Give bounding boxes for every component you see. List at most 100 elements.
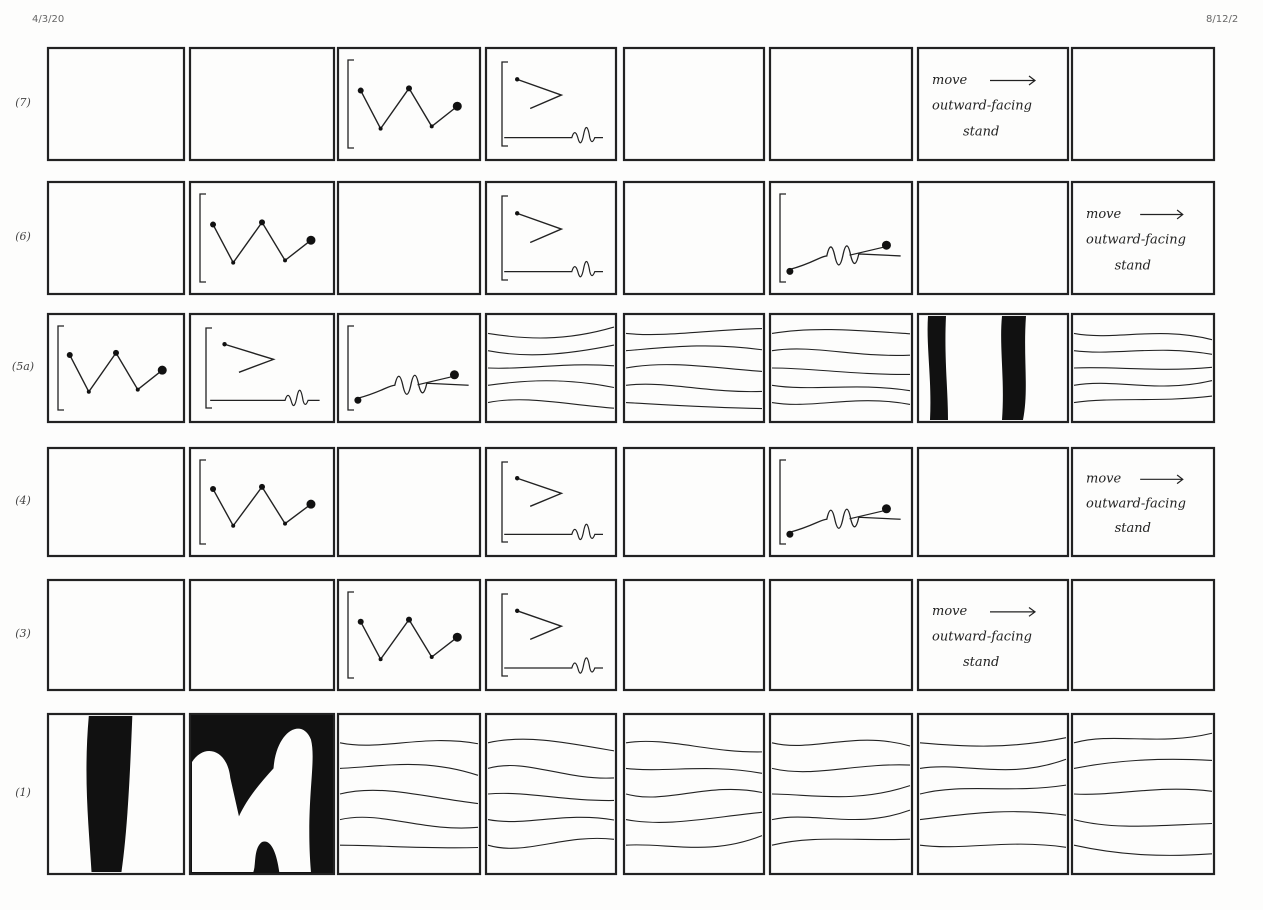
cell-frame	[48, 448, 184, 556]
note-move: move	[932, 73, 967, 88]
cell-note: moveoutward-facingstand	[1072, 182, 1214, 294]
wiggle-dot	[786, 531, 793, 538]
row-label: (3)	[6, 627, 40, 640]
contour-line	[1074, 820, 1212, 827]
contour-line	[626, 365, 762, 372]
cell-blob1	[48, 714, 184, 874]
cell-frame	[190, 314, 334, 422]
angle-line	[517, 213, 561, 242]
cell-zigzag	[338, 48, 480, 160]
cell-frame	[624, 48, 764, 160]
cell-frame	[486, 182, 616, 294]
contour-line	[772, 740, 910, 746]
baseline-squiggle	[210, 390, 319, 405]
zigzag-dot	[379, 127, 383, 131]
cell-frame	[338, 314, 480, 422]
contour-line	[920, 738, 1066, 746]
cell-frame	[624, 580, 764, 690]
wiggle-dot	[882, 504, 891, 513]
cell-frame	[770, 48, 912, 160]
zigzag-dot	[453, 102, 462, 111]
zigzag-dot	[210, 222, 216, 228]
zigzag-dot	[67, 352, 73, 358]
cell-zigzag	[190, 448, 334, 556]
zigzag-dot	[358, 88, 364, 94]
angle-dot	[515, 77, 519, 81]
cell-empty	[338, 182, 480, 294]
zigzag-dot	[379, 657, 383, 661]
baseline-squiggle	[504, 658, 603, 673]
zigzag-dot	[259, 219, 265, 225]
row-label: (4)	[6, 494, 40, 507]
bracket-mark	[502, 196, 508, 280]
contour-line	[1074, 845, 1212, 855]
row-label: (7)	[6, 96, 40, 109]
cell-empty	[624, 182, 764, 294]
cell-frame	[338, 182, 480, 294]
contour-line	[772, 368, 910, 374]
note-stand: stand	[1115, 258, 1151, 273]
note-outward-facing: outward-facing	[1086, 233, 1186, 248]
cell-wiggle	[770, 448, 912, 556]
contour-line	[1074, 350, 1212, 354]
contour-line	[920, 812, 1066, 820]
cell-lines	[1072, 314, 1214, 422]
contour-line	[1074, 396, 1212, 402]
wiggle-dot	[882, 241, 891, 250]
contour-line	[488, 365, 614, 369]
zigzag-dot	[136, 388, 140, 392]
bracket-mark	[502, 594, 508, 676]
contour-line	[488, 345, 614, 355]
contour-line	[772, 810, 910, 819]
cell-empty	[624, 580, 764, 690]
cell-empty	[918, 182, 1068, 294]
zigzag-dot	[453, 633, 462, 642]
contour-line	[340, 764, 478, 775]
cell-corner	[486, 448, 616, 556]
wiggle-dot	[354, 397, 361, 404]
contour-line	[772, 385, 910, 390]
contour-line	[626, 789, 762, 797]
cell-frame	[918, 182, 1068, 294]
contour-line	[920, 759, 1066, 769]
cell-lines	[624, 314, 764, 422]
contour-line	[1074, 333, 1212, 339]
cell-frame	[1072, 48, 1214, 160]
angle-dot	[222, 342, 226, 346]
cell-frame	[770, 182, 912, 294]
zigzag-dot	[87, 390, 91, 394]
cell-lines	[918, 714, 1068, 874]
bracket-mark	[200, 460, 206, 544]
angle-dot	[515, 211, 519, 215]
cell-empty	[48, 48, 184, 160]
zigzag-line	[213, 222, 311, 262]
cell-empty	[190, 48, 334, 160]
right-arrow-icon	[1140, 475, 1183, 484]
contour-line	[626, 384, 762, 391]
cell-zigzag	[338, 580, 480, 690]
baseline-squiggle	[504, 261, 603, 276]
row-label: (5a)	[6, 360, 40, 373]
cell-empty	[918, 448, 1068, 556]
black-shape	[86, 716, 132, 872]
zigzag-dot	[430, 124, 434, 128]
contour-line	[488, 739, 614, 751]
note-outward-facing: outward-facing	[932, 630, 1032, 645]
angle-line	[517, 611, 561, 640]
angle-dot	[515, 609, 519, 613]
zigzag-dot	[158, 366, 167, 375]
cell-empty	[48, 580, 184, 690]
contour-line	[626, 346, 762, 351]
cell-empty	[770, 580, 912, 690]
contour-line	[626, 836, 762, 848]
black-stripe	[928, 316, 948, 420]
cell-corner	[190, 314, 334, 422]
black-stripe	[1001, 316, 1026, 420]
row-label: (6)	[6, 230, 40, 243]
zigzag-line	[70, 353, 162, 392]
cell-frame	[48, 182, 184, 294]
cell-frame	[486, 448, 616, 556]
cell-frame	[1072, 580, 1214, 690]
cell-lines	[770, 314, 912, 422]
